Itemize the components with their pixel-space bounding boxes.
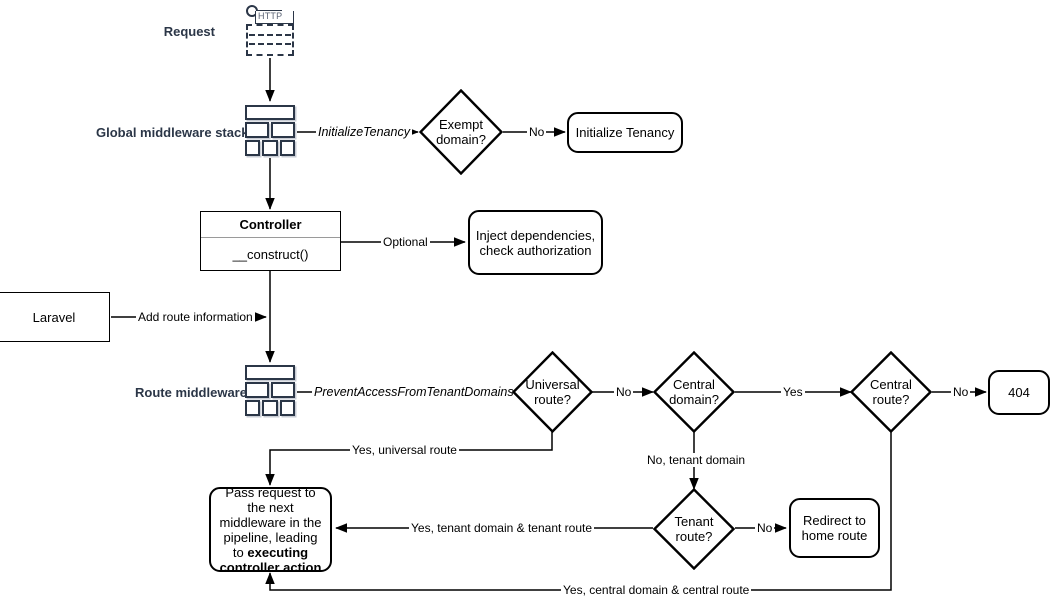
http-dashed-line-2 (249, 43, 291, 45)
stack-row3-cell2 (262, 140, 278, 156)
controller-title: Controller (201, 212, 340, 238)
edge-label-initialize-tenancy: InitializeTenancy (316, 125, 412, 139)
node-inject-dependencies[interactable]: Inject dependencies, check authorization (468, 210, 603, 275)
edge-label-yes-tenant-domain-tenant-route: Yes, tenant domain & tenant route (409, 521, 595, 535)
decision-exempt-domain: Exempt domain? (419, 89, 503, 175)
decision-tenant-route-label: Tenant route? (674, 514, 714, 544)
http-dashed-line-1 (249, 34, 291, 36)
edge-label-add-route-information: Add route information (136, 310, 255, 324)
stack2-row1-cell1 (245, 365, 295, 380)
diamond-shape (419, 89, 503, 175)
http-label: HTTP (258, 10, 283, 21)
decision-universal-route-label: Universal route? (525, 377, 580, 407)
stack2-row3-cell2 (262, 400, 278, 416)
stack-row3-cell3 (280, 140, 295, 156)
decision-central-route: Central route? (850, 351, 932, 433)
diamond-shape (653, 351, 735, 433)
stack2-row3-cell3 (280, 400, 295, 416)
diamond-shape (653, 488, 735, 570)
diamond-shape (512, 351, 593, 433)
edge-label-yes-universal-route: Yes, universal route (350, 443, 459, 457)
node-controller[interactable]: Controller __construct() (200, 211, 341, 271)
stack2-row3-cell1 (245, 400, 260, 416)
node-redirect-home[interactable]: Redirect to home route (789, 498, 880, 558)
decision-central-domain: Central domain? (653, 351, 735, 433)
edge-label-central-domain-yes: Yes (781, 385, 805, 399)
global-middleware-stack-icon (245, 105, 297, 157)
stack2-row2-cell2 (271, 382, 295, 398)
route-middleware-stack-icon (245, 365, 297, 417)
node-pass-request[interactable]: Pass request to the next middleware in t… (209, 485, 332, 575)
pass-request-bold: executing controller action (219, 544, 322, 575)
diamond-shape (850, 351, 932, 433)
stack-row2-cell2 (271, 122, 295, 138)
node-laravel[interactable]: Laravel (0, 292, 110, 342)
request-caption: Request (163, 24, 215, 39)
decision-exempt-domain-label: Exempt domain? (436, 117, 486, 147)
edge-label-prevent-access: PreventAccessFromTenantDomains (312, 385, 516, 399)
stack-row2-cell1 (245, 122, 269, 138)
pass-request-normal: Pass request to the next middleware in t… (219, 484, 322, 560)
edge-label-universal-no: No (614, 385, 634, 399)
pass-request-text: Pass request to the next middleware in t… (217, 485, 324, 575)
decision-central-route-label: Central route? (870, 377, 912, 407)
http-bar-icon (255, 11, 294, 24)
node-404[interactable]: 404 (988, 370, 1050, 415)
decision-tenant-route: Tenant route? (653, 488, 735, 570)
stack-row1-cell1 (245, 105, 295, 120)
decision-universal-route: Universal route? (512, 351, 593, 433)
node-initialize-tenancy[interactable]: Initialize Tenancy (567, 112, 683, 153)
decision-central-domain-label: Central domain? (669, 377, 719, 407)
stack2-row2-cell1 (245, 382, 269, 398)
global-middleware-caption: Global middleware stack (96, 125, 249, 140)
edge-label-central-route-no: No (951, 385, 971, 399)
edge-label-no-tenant-domain: No, tenant domain (645, 453, 748, 467)
edge-label-exempt-no: No (527, 125, 547, 139)
edge-label-tenant-route-no: No (755, 521, 775, 535)
http-request-icon: HTTP (246, 5, 294, 57)
edge-label-optional: Optional (381, 235, 430, 249)
http-dashed-body-icon (246, 24, 294, 56)
controller-member: __construct() (232, 246, 309, 262)
route-middleware-caption: Route middleware (135, 385, 247, 400)
stack-row3-cell1 (245, 140, 260, 156)
edge-label-yes-central-domain-central-route: Yes, central domain & central route (561, 583, 752, 597)
